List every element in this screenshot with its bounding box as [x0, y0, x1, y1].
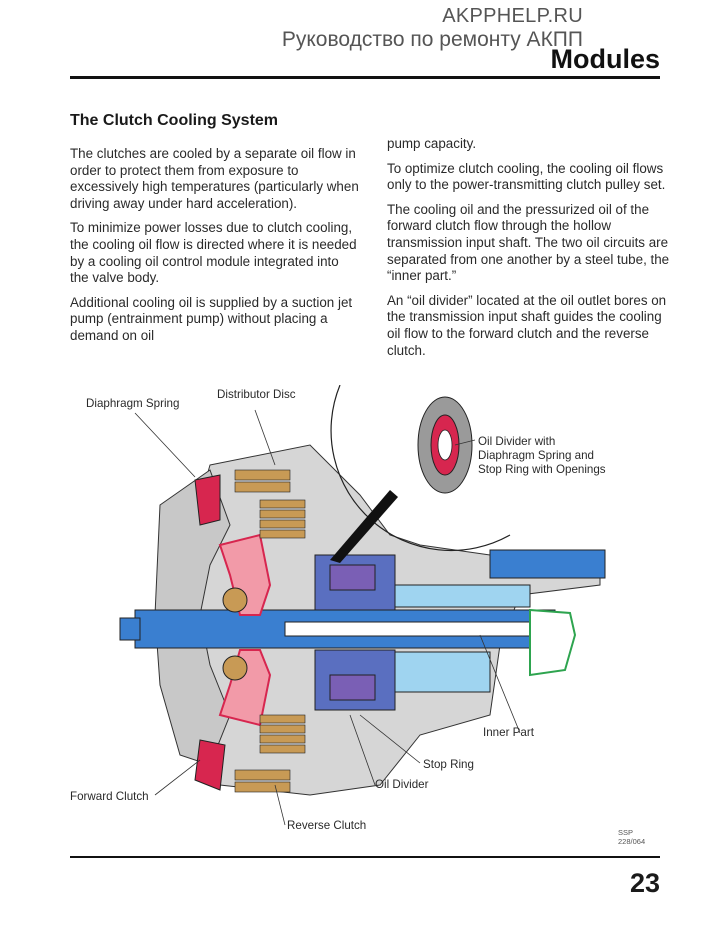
top-divider — [70, 76, 660, 79]
label-diaphragm-spring: Diaphragm Spring — [86, 397, 180, 410]
paragraph: To optimize clutch cooling, the cooling … — [387, 160, 666, 193]
label-distributor-disc: Distributor Disc — [217, 388, 296, 401]
diagram-reference: SSP 228/064 — [618, 828, 646, 846]
section-title: Modules — [550, 44, 660, 74]
label-forward-clutch: Forward Clutch — [70, 790, 149, 803]
watermark: AKPPHELP.RU Руководство по ремонту АКПП — [282, 4, 583, 52]
article-title: The Clutch Cooling System — [70, 112, 279, 129]
clutch-cross-section-diagram: Diaphragm Spring Distributor Disc Oil Di… — [60, 384, 660, 846]
label-reverse-clutch: Reverse Clutch — [287, 819, 367, 832]
paragraph: The cooling oil and the pressurized oil … — [387, 201, 670, 284]
label-inner-part: Inner Part — [483, 726, 534, 739]
page-number: 23 — [629, 868, 660, 898]
paragraph: pump capacity. — [387, 136, 477, 151]
paragraph: To minimize power losses due to clutch c… — [70, 220, 357, 286]
label-stop-ring: Stop Ring — [423, 758, 474, 771]
label-oil-divider-with: Oil Divider with Diaphragm Spring and St… — [478, 435, 606, 477]
paragraph: Additional cooling oil is supplied by a … — [70, 294, 353, 343]
left-column: The clutches are cooled by a separate oi… — [70, 146, 360, 353]
label-line: Stop Ring with Openings — [478, 463, 606, 476]
label-line: Diaphragm Spring and — [478, 449, 595, 462]
label-oil-divider: Oil Divider — [375, 778, 429, 791]
watermark-site: AKPPHELP.RU — [442, 5, 583, 27]
paragraph: The clutches are cooled by a separate oi… — [70, 146, 359, 211]
right-column: pump capacity. To optimize clutch coolin… — [387, 136, 672, 367]
label-line: Oil Divider with — [478, 435, 556, 448]
bottom-divider — [70, 856, 660, 858]
watermark-subtitle: Руководство по ремонту АКПП — [281, 28, 583, 51]
paragraph: An “oil divider” located at the oil outl… — [387, 292, 667, 358]
clutch-drawing — [119, 384, 606, 826]
